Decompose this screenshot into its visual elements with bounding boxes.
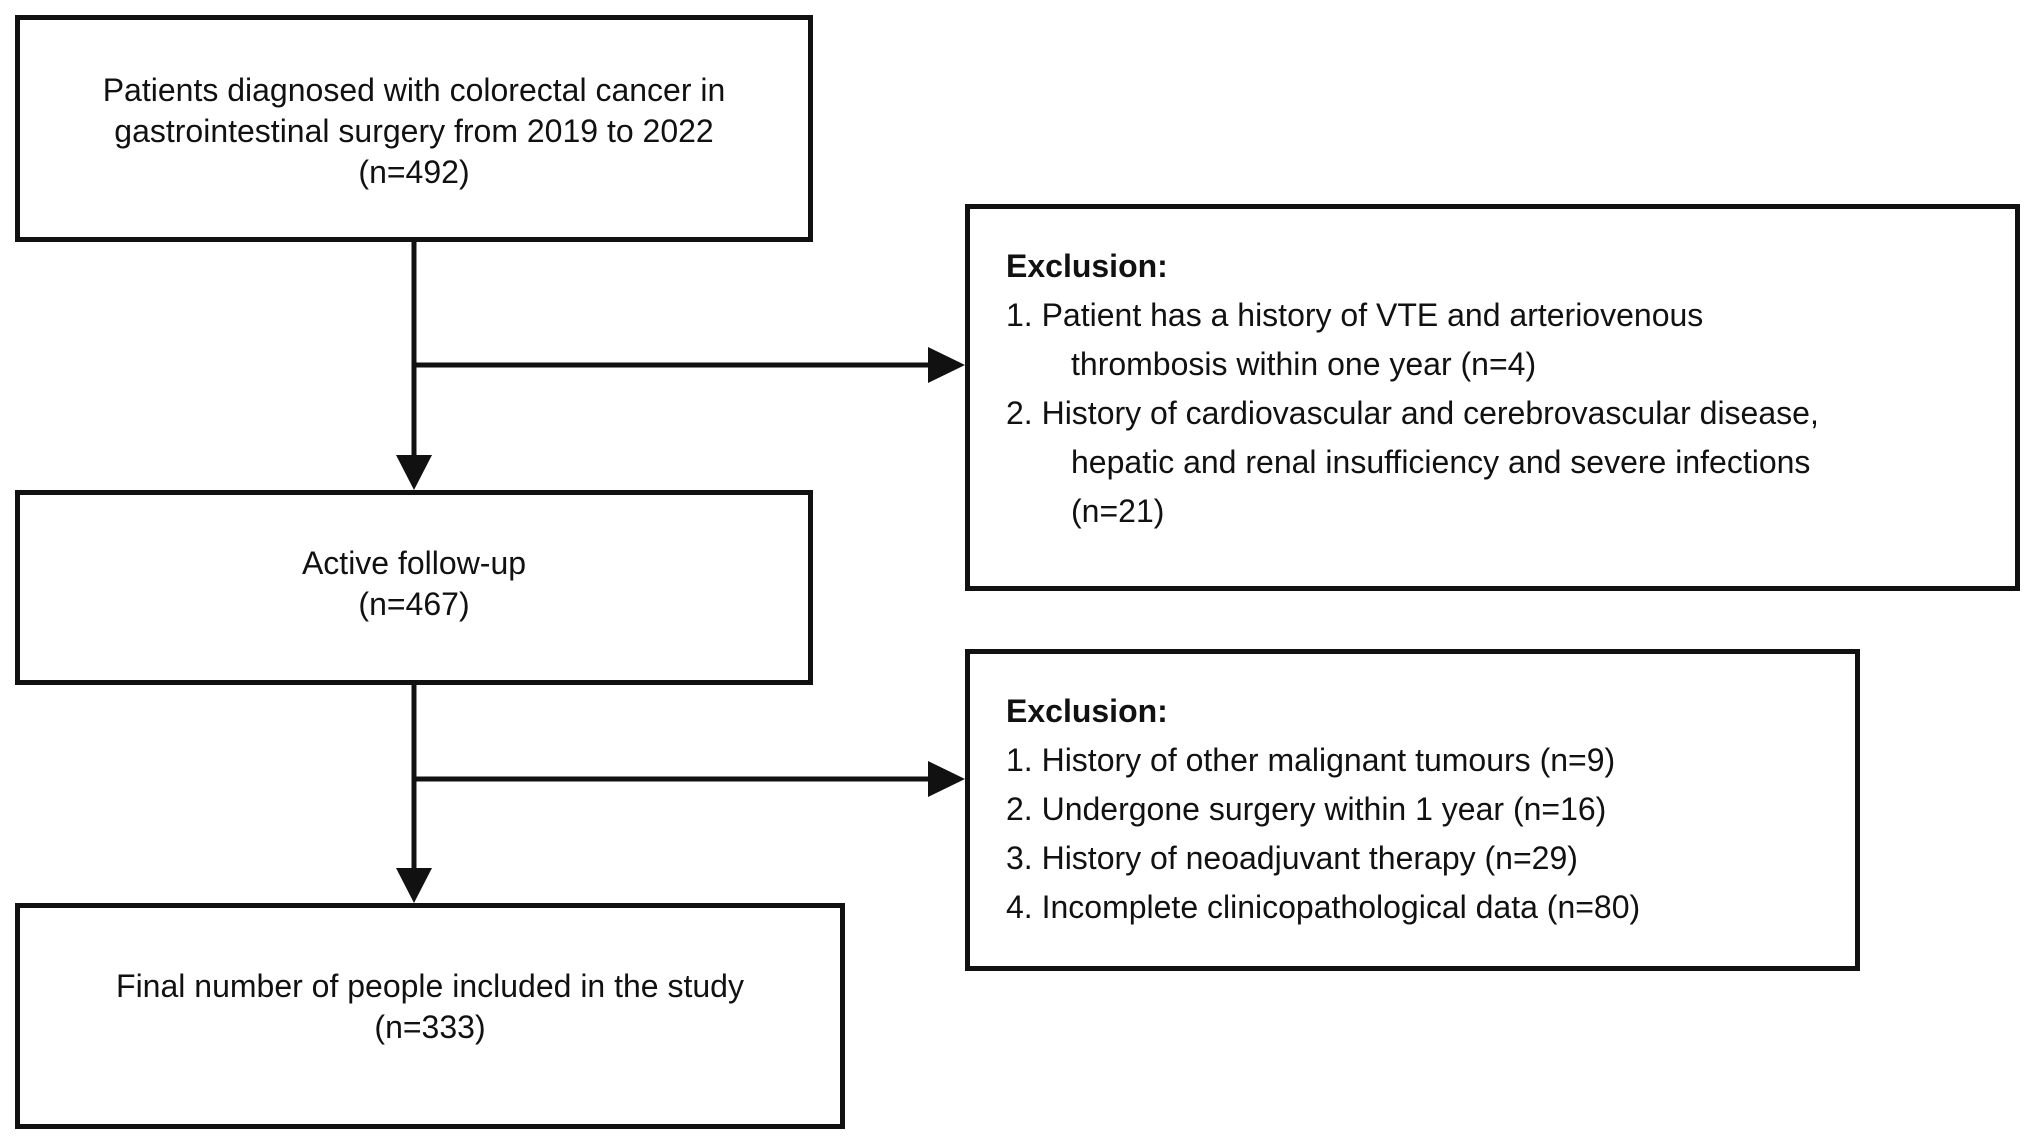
exclusion-2-item-4: 4. Incomplete clinicopathological data (… <box>1006 883 1855 932</box>
exclusion-1-item-2-line-3: (n=21) <box>1071 493 1165 529</box>
arrowhead-to-exclusion-2 <box>928 761 965 797</box>
exclusion-1-item-2-number: 2. <box>1006 395 1042 431</box>
box-screened-patients: Patients diagnosed with colorectal cance… <box>15 15 813 242</box>
arrowhead-to-final <box>396 868 432 903</box>
box-exclusion-2: Exclusion: 1. History of other malignant… <box>965 649 1860 971</box>
exclusion-1-item-1-line-2: thrombosis within one year (n=4) <box>1071 346 1537 382</box>
exclusion-1-item-1: 1. Patient has a history of VTE and arte… <box>1006 291 2015 340</box>
screened-line-1: Patients diagnosed with colorectal cance… <box>102 72 726 108</box>
exclusion-2-item-4-number: 4. <box>1006 889 1042 925</box>
screened-line-2: gastrointestinal surgery from 2019 to 20… <box>114 113 714 149</box>
exclusion-1-title: Exclusion: <box>1006 248 1168 284</box>
exclusion-2-title: Exclusion: <box>1006 693 1168 729</box>
exclusion-1-item-2-line-1: History of cardiovascular and cerebrovas… <box>1041 395 1819 431</box>
box-exclusion-1: Exclusion: 1. Patient has a history of V… <box>965 204 2020 591</box>
followup-count: (n=467) <box>358 586 470 622</box>
exclusion-1-item-1-number: 1. <box>1006 297 1042 333</box>
exclusion-1-item-2: 2. History of cardiovascular and cerebro… <box>1006 389 2015 438</box>
box-active-follow-up: Active follow-up (n=467) <box>15 490 813 685</box>
arrowhead-to-exclusion-1 <box>928 347 965 383</box>
screened-count: (n=492) <box>358 154 470 190</box>
exclusion-2-item-3-text: History of neoadjuvant therapy (n=29) <box>1041 840 1578 876</box>
exclusion-1-item-2-line-2: hepatic and renal insufficiency and seve… <box>1071 444 1811 480</box>
exclusion-1-item-1-line-1: Patient has a history of VTE and arterio… <box>1041 297 1704 333</box>
exclusion-2-item-1: 1. History of other malignant tumours (n… <box>1006 736 1855 785</box>
box-final-included: Final number of people included in the s… <box>15 903 845 1129</box>
exclusion-2-item-2-number: 2. <box>1006 791 1042 827</box>
followup-label: Active follow-up <box>301 545 527 581</box>
arrowhead-to-followup <box>396 455 432 490</box>
exclusion-2-item-2-text: Undergone surgery within 1 year (n=16) <box>1041 791 1607 827</box>
exclusion-2-item-1-number: 1. <box>1006 742 1042 778</box>
exclusion-2-item-1-text: History of other malignant tumours (n=9) <box>1041 742 1616 778</box>
exclusion-2-item-4-text: Incomplete clinicopathological data (n=8… <box>1041 889 1641 925</box>
final-count: (n=333) <box>374 1009 486 1045</box>
exclusion-2-item-2: 2. Undergone surgery within 1 year (n=16… <box>1006 785 1855 834</box>
exclusion-2-item-3-number: 3. <box>1006 840 1042 876</box>
final-label: Final number of people included in the s… <box>116 968 744 1004</box>
exclusion-2-item-3: 3. History of neoadjuvant therapy (n=29) <box>1006 834 1855 883</box>
